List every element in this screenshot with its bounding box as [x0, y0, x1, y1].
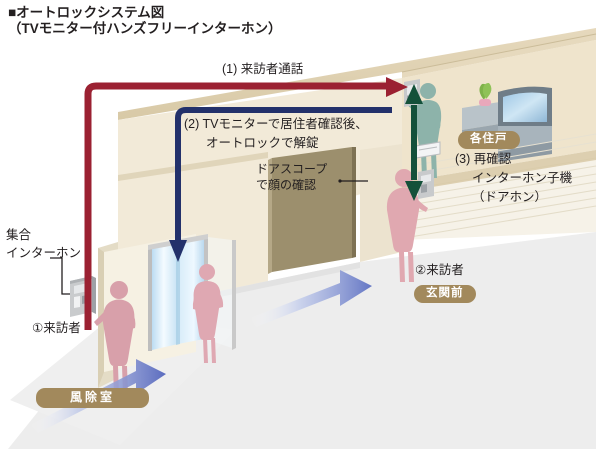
tv-icon — [498, 86, 552, 126]
label-step-3-line2: インターホン子機 — [472, 171, 573, 185]
label-collective-intercom-line1: 集合 — [6, 228, 32, 242]
badge-before-entrance: 玄関前 — [414, 285, 476, 303]
arrow-step-2-navy — [169, 107, 392, 262]
label-visitor-2: ②来訪者 — [415, 263, 464, 277]
plant-icon — [479, 83, 492, 106]
dwelling-floor-lines — [403, 157, 597, 239]
apartment-door — [272, 147, 352, 272]
label-visitor-1: ①来訪者 — [32, 321, 81, 335]
label-step-3-line3: （ドアホン） — [472, 190, 548, 204]
label-collective-intercom-line2: インターホン — [6, 246, 82, 260]
badge-windbreak-room: 風除室 — [36, 388, 150, 408]
page-title-line1: ■オートロックシステム図 — [8, 5, 165, 20]
arrow-step-1-red — [84, 77, 408, 330]
page-title-line2: （TVモニター付ハンズフリーインターホン） — [8, 21, 282, 36]
collective-intercom-panel-icon — [70, 276, 96, 317]
label-step-1: (1) 来訪者通話 — [222, 62, 304, 76]
label-door-scope-line1: ドアスコープ — [256, 162, 328, 176]
leader-line-collective-intercom — [50, 257, 70, 295]
door-phone-icon — [418, 169, 434, 199]
label-step-2-line2: オートロックで解錠 — [206, 136, 319, 150]
badge-each-dwelling: 各住戸 — [458, 131, 520, 149]
label-door-scope-line2: で顔の確認 — [256, 178, 317, 192]
label-step-3-line1: (3) 再確認 — [455, 152, 512, 166]
auto-lock-glass-door — [148, 234, 208, 351]
arrow-step-3-green — [405, 84, 423, 201]
visitor-1-figure — [94, 281, 136, 396]
visitor-passing-figure — [192, 264, 224, 363]
label-step-2-line1: (2) TVモニターで居住者確認後、 — [184, 117, 368, 131]
